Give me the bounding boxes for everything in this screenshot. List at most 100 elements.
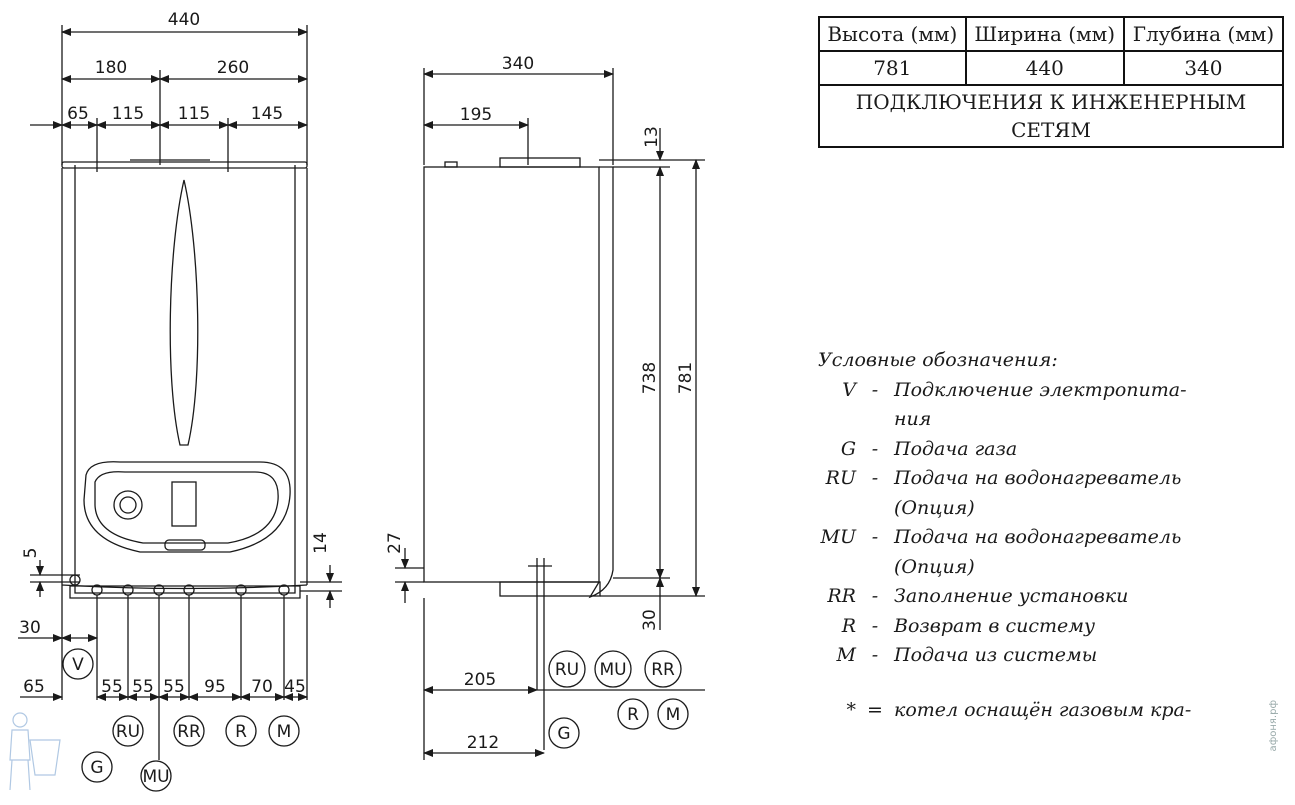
dim-195: 195 — [460, 105, 492, 125]
connector-g-label: G — [90, 758, 103, 778]
dim-212: 212 — [467, 733, 499, 753]
legend-item: M-Подача из системы — [818, 641, 1218, 671]
watermark: афоня.рф — [1268, 700, 1279, 752]
legend-item: RR-Заполнение установки — [818, 582, 1218, 612]
legend-item: R-Возврат в систему — [818, 612, 1218, 642]
table-footer-row: ПОДКЛЮЧЕНИЯ К ИНЖЕНЕРНЫМ СЕТЯМ — [818, 84, 1284, 148]
legend-item: G-Подача газа — [818, 435, 1218, 465]
legend: Условные обозначения: V-Подключение элек… — [818, 346, 1218, 725]
legend-description: Подача из системы — [894, 644, 1098, 666]
dim-30-front: 30 — [19, 618, 41, 638]
front-view — [18, 25, 342, 792]
dim-260: 260 — [217, 58, 249, 78]
value-width: 440 — [964, 50, 1125, 86]
dim-145: 145 — [251, 104, 283, 124]
legend-item: ния — [818, 405, 1218, 435]
legend-separator: - — [871, 526, 879, 548]
dim-45: 45 — [284, 677, 306, 697]
legend-description: Подключение электропита- — [894, 378, 1187, 401]
dim-depth-340: 340 — [502, 54, 534, 74]
dim-70: 70 — [251, 677, 273, 697]
legend-code: MU — [820, 526, 856, 548]
dim-55-a: 55 — [101, 677, 123, 697]
legend-code — [818, 494, 856, 524]
legend-item: (Опция) — [818, 494, 1218, 524]
legend-separator: - — [871, 644, 879, 666]
legend-description: ния — [894, 408, 932, 430]
legend-description: (Опция) — [894, 496, 975, 519]
legend-code: M — [836, 644, 856, 666]
legend-item: MU-Подача на водонагреватель — [818, 523, 1218, 553]
dim-65-top: 65 — [67, 104, 89, 124]
legend-title: Условные обозначения: — [818, 349, 1058, 371]
legend-description: Подача газа — [894, 437, 1018, 460]
dim-width-440: 440 — [168, 10, 200, 30]
dim-55-b: 55 — [132, 677, 154, 697]
legend-code — [818, 553, 856, 583]
dim-95: 95 — [204, 677, 226, 697]
front-view-labels: 440 180 260 65 115 115 145 65 55 55 55 9… — [19, 10, 331, 787]
value-height: 781 — [818, 50, 967, 86]
legend-item: (Опция) — [818, 553, 1218, 583]
dim-55-c: 55 — [163, 677, 185, 697]
value-depth: 340 — [1122, 50, 1285, 86]
dim-781: 781 — [676, 362, 696, 394]
legend-separator: - — [871, 437, 879, 460]
side-connector-rr-label: RR — [651, 660, 675, 680]
dim-65-bottom: 65 — [23, 677, 45, 697]
header-height: Высота (мм) — [818, 16, 967, 52]
dim-27: 27 — [385, 532, 405, 554]
legend-description: Подача на водонагреватель — [894, 467, 1182, 489]
legend-description: (Опция) — [894, 555, 975, 578]
legend-code: * — [846, 698, 857, 721]
side-connector-mu-label: MU — [599, 660, 626, 680]
table-value-row: 781 440 340 — [818, 50, 1285, 86]
dim-13: 13 — [642, 126, 662, 148]
side-connector-ru-label: RU — [555, 660, 579, 680]
dim-115-a: 115 — [112, 104, 144, 124]
legend-description: Подача на водонагреватель — [894, 526, 1182, 548]
side-connector-m-label: M — [666, 705, 681, 725]
dim-205: 205 — [464, 670, 496, 690]
legend-code: RU — [825, 467, 856, 489]
legend-separator: = — [867, 698, 883, 721]
side-view — [395, 68, 705, 760]
side-connector-r-label: R — [627, 705, 639, 725]
connector-v-label: V — [72, 655, 84, 675]
legend-separator: - — [871, 614, 879, 637]
legend-code: V — [842, 378, 856, 401]
spec-table: Высота (мм) Ширина (мм) Глубина (мм) 781… — [818, 16, 1285, 148]
legend-item: RU-Подача на водонагреватель — [818, 464, 1218, 494]
side-view-labels: 340 195 13 738 781 27 30 205 212 RU MU R… — [385, 54, 696, 753]
legend-code — [818, 405, 856, 435]
connector-m-label: M — [277, 722, 292, 742]
header-depth: Глубина (мм) — [1122, 16, 1285, 52]
legend-description: Заполнение установки — [894, 585, 1129, 607]
table-footer: ПОДКЛЮЧЕНИЯ К ИНЖЕНЕРНЫМ СЕТЯМ — [818, 84, 1284, 148]
legend-separator: - — [871, 378, 879, 401]
legend-separator: - — [871, 585, 879, 607]
dim-115-b: 115 — [178, 104, 210, 124]
legend-item: V-Подключение электропита- — [818, 376, 1218, 406]
legend-code: R — [841, 614, 856, 637]
legend-separator: - — [871, 467, 879, 489]
legend-code: G — [840, 437, 856, 460]
dim-738: 738 — [640, 362, 660, 394]
legend-separator — [856, 553, 894, 583]
connector-r-label: R — [235, 722, 247, 742]
legend-spacer — [818, 671, 1218, 696]
legend-item: *=котел оснащён газовым кра- — [818, 696, 1218, 726]
connector-rr-label: RR — [177, 722, 201, 742]
header-width: Ширина (мм) — [964, 16, 1125, 52]
dim-180: 180 — [95, 58, 127, 78]
table-header-row: Высота (мм) Ширина (мм) Глубина (мм) — [818, 16, 1285, 52]
connector-ru-label: RU — [116, 722, 140, 742]
legend-separator — [856, 494, 894, 524]
side-connector-g-label: G — [557, 724, 570, 744]
connector-mu-label: MU — [142, 767, 169, 787]
legend-code: RR — [827, 585, 856, 607]
dim-14: 14 — [311, 532, 331, 554]
dim-30-side: 30 — [640, 609, 660, 631]
